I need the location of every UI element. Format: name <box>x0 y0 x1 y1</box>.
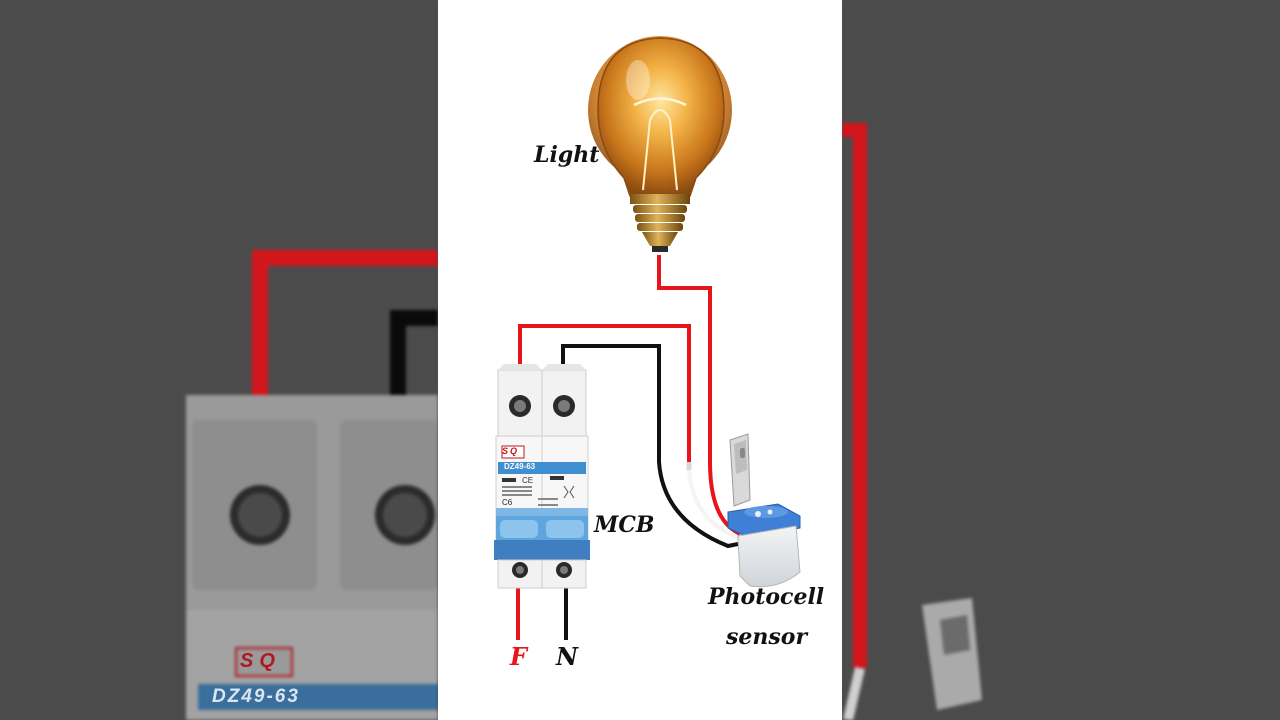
photocell-label-line2: sensor <box>726 624 808 650</box>
wiring-diagram-panel: Light MCB Photocell sensor F N SQ DZ49-6… <box>438 0 842 720</box>
mcb-label: MCB <box>594 512 655 538</box>
background-brand-label: SQ <box>240 650 281 672</box>
wiring-diagram <box>494 36 801 640</box>
blurred-background-left: SQ DZ49-63 <box>0 0 438 720</box>
neutral-label: N <box>556 642 578 671</box>
light-bulb-icon <box>588 36 732 252</box>
photocell-sensor-icon <box>727 433 801 588</box>
light-label: Light <box>534 142 600 168</box>
mcb-brand-mark: SQ <box>502 446 520 456</box>
mcb-rating-mark: C6 <box>502 498 513 507</box>
photocell-label-line1: Photocell <box>708 584 825 610</box>
phase-label: F <box>510 642 528 671</box>
mcb-breaker-icon <box>494 364 590 589</box>
blurred-background-right <box>842 0 1280 720</box>
mcb-model-mark: DZ49-63 <box>504 462 536 471</box>
wires <box>516 255 741 640</box>
background-model-label: DZ49-63 <box>212 686 300 707</box>
mcb-ce-mark: CE <box>522 476 534 485</box>
